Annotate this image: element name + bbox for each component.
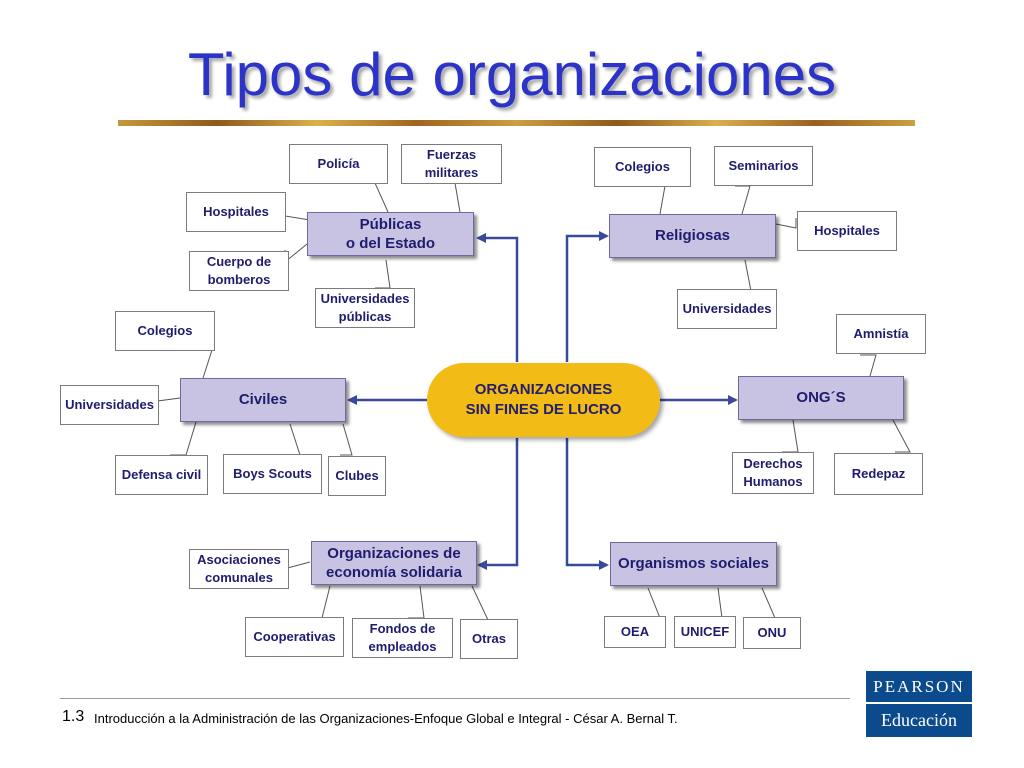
leaf-hospitales-publicas: Hospitales xyxy=(186,192,286,232)
leaf-cuerpo-de-bomberos: Cuerpo de bomberos xyxy=(189,251,289,291)
footer-citation: Introducción a la Administración de las … xyxy=(94,711,678,726)
center-node-organizaciones: ORGANIZACIONES SIN FINES DE LUCRO xyxy=(427,363,660,437)
leaf-onu: ONU xyxy=(743,617,801,649)
logo-wordmark: PEARSON xyxy=(873,676,965,696)
leaf-asociaciones-comunales: Asociaciones comunales xyxy=(189,549,289,589)
category-ongs: ONG´S xyxy=(738,376,904,420)
category-civiles: Civiles xyxy=(180,378,346,422)
slide-title: Tipos de organizaciones xyxy=(187,41,837,108)
logo-separator xyxy=(866,702,972,704)
leaf-universidades-religiosas: Universidades xyxy=(677,289,777,329)
leaf-colegios-civiles: Colegios xyxy=(115,311,215,351)
leaf-boys-scouts: Boys Scouts xyxy=(223,454,322,494)
leaf-defensa-civil: Defensa civil xyxy=(115,455,208,495)
leaf-clubes: Clubes xyxy=(328,456,386,496)
leaf-unicef: UNICEF xyxy=(674,616,736,648)
leaf-derechos-humanos: Derechos Humanos xyxy=(732,452,814,494)
leaf-universidades-publicas: Universidades públicas xyxy=(315,288,415,328)
leaf-redepaz: Redepaz xyxy=(834,453,923,495)
leaf-policia: Policía xyxy=(289,144,388,184)
connector-sociales xyxy=(565,438,609,570)
leaf-otras: Otras xyxy=(460,619,518,659)
leaf-cooperativas: Cooperativas xyxy=(245,617,344,657)
category-publicas: Públicas o del Estado xyxy=(307,212,474,256)
leaf-amnistia: Amnistía xyxy=(836,314,926,354)
slide-number: 1.3 xyxy=(62,708,85,725)
leaf-fondos-de-empleados: Fondos de empleados xyxy=(352,618,453,658)
category-religiosas: Religiosas xyxy=(609,214,776,258)
connector-religiosas xyxy=(565,231,609,362)
leaf-hospitales-religiosas: Hospitales xyxy=(797,211,897,251)
connector-publicas xyxy=(476,233,519,362)
logo-subtitle: Educación xyxy=(881,710,957,730)
pearson-logo: PEARSON Educación xyxy=(866,671,972,737)
connector-economia xyxy=(477,438,519,570)
leaf-seminarios: Seminarios xyxy=(714,146,813,186)
category-economia-solidaria: Organizaciones de economía solidaria xyxy=(311,541,477,585)
leaf-universidades-civiles: Universidades xyxy=(60,385,159,425)
category-organismos-sociales: Organismos sociales xyxy=(610,542,777,586)
leaf-colegios-religiosas: Colegios xyxy=(594,147,691,187)
leaf-oea: OEA xyxy=(604,616,666,648)
leaf-fuerzas-militares: Fuerzas militares xyxy=(401,144,502,184)
footer-divider xyxy=(60,698,850,699)
title-underline xyxy=(118,120,915,126)
